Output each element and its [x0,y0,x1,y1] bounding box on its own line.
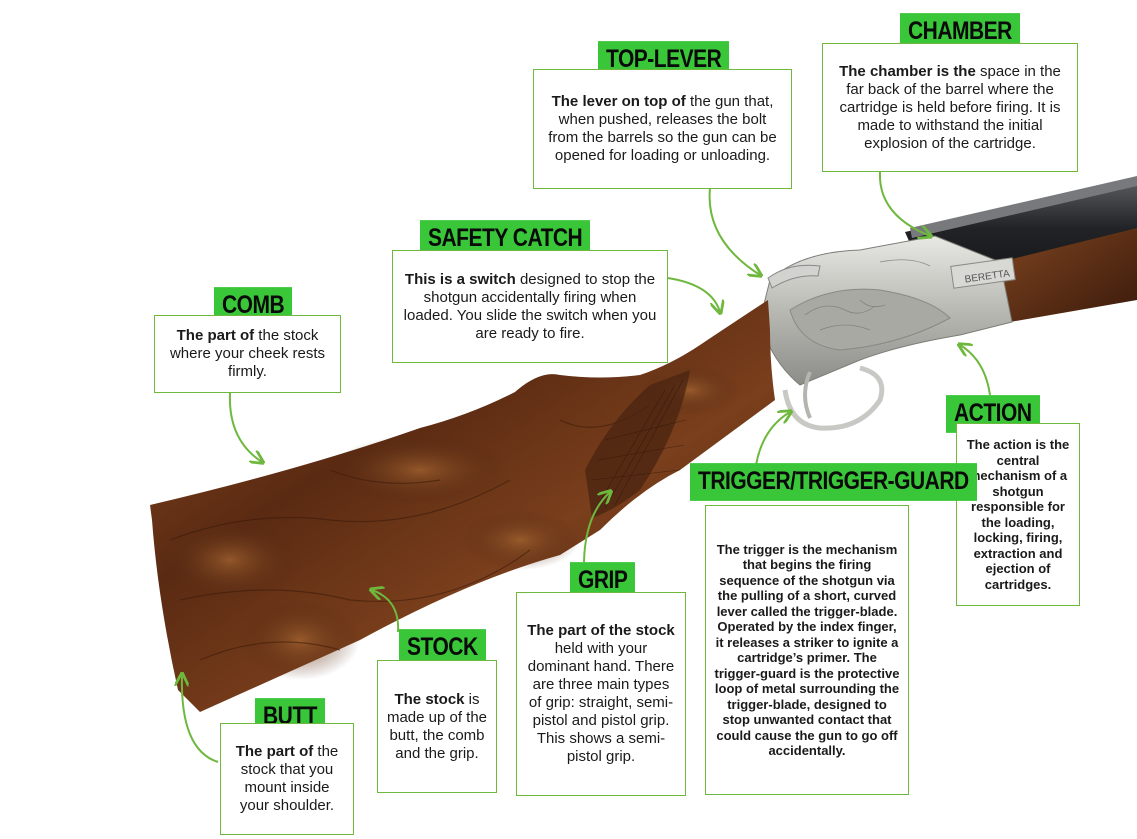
safety-catch-description-body: designed to stop the shotgun accidentall… [403,270,657,342]
butt-description-lead: The part of [235,743,314,760]
safety-catch-description-lead: This is a switch [404,270,516,288]
action-description-text: The action is the central mechanism of a… [966,437,1070,592]
trigger-blade [803,371,812,419]
butt-description: The part of the stock that you mount ins… [220,723,354,835]
trigger-guard [782,365,885,431]
chamber-description-lead: The chamber is the [839,62,976,80]
grip-description-body: held with your dominant hand. There are … [527,640,675,765]
chamber-description-body: space in the far back of the barrel wher… [839,62,1061,152]
fore-end [1000,228,1137,322]
trigger-description-text: The trigger is the mechanism that begins… [714,541,900,759]
top-lever-description: The lever on top of the gun that, when p… [533,69,792,189]
stock-description-body: is made up of the butt, the comb and the… [386,690,488,762]
grip-description: The part of the stock held with your dom… [516,592,686,796]
butt-description-body: the stock that you mount inside your sho… [239,743,339,814]
top-lever [767,264,821,289]
stock-description: The stock is made up of the butt, the co… [377,660,497,793]
grip-description-lead: The part of the stock [527,622,675,639]
trigger-description: The trigger is the mechanism that begins… [705,505,909,795]
trigger-tag: TRIGGER/TRIGGER-GUARD [690,463,977,501]
top-lever-description-lead: The lever on top of [551,93,686,110]
stock-description-lead: The stock [394,690,465,708]
callout-arrows [182,171,991,763]
comb-description: The part of the stock where your cheek r… [154,315,341,393]
comb-description-body: the stock where your cheek rests firmly. [169,327,326,380]
top-lever-description-body: the gun that, when pushed, releases the … [548,93,777,164]
chamber-description: The chamber is the space in the far back… [822,43,1078,172]
stock [150,300,775,712]
safety-catch-description: This is a switch designed to stop the sh… [392,250,668,363]
action-description: The action is the central mechanism of a… [956,423,1080,606]
receiver: BERETTA [759,235,1016,386]
comb-description-lead: The part of [176,327,255,344]
